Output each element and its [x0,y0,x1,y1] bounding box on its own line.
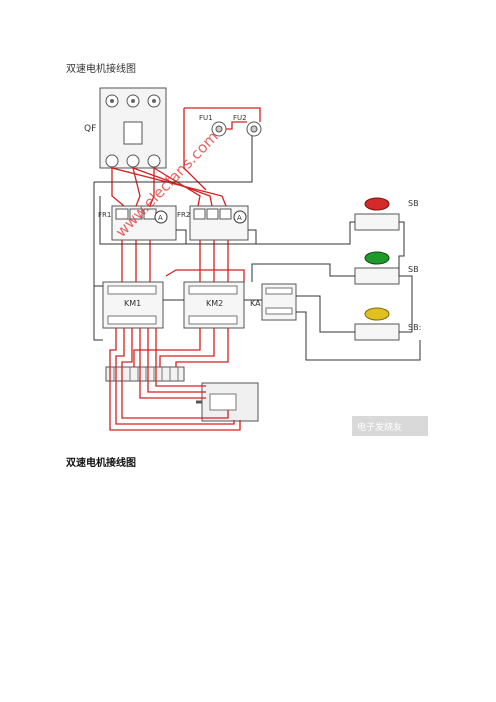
sb2-label: SB [408,265,419,274]
contactor-km1: KM1 [102,281,164,329]
terminal-strip [105,366,185,382]
diagram-title-bottom: 双速电机接线图 [66,458,136,469]
fr2-label: FR2 [177,211,190,219]
stop-button-sb: SB [354,197,419,231]
fuse-fu2: FU2 [233,114,262,137]
start-button-low-sb: SB [354,251,419,285]
breaker-qf: QF [84,87,167,169]
thermal-relay-fr1: A FR1 [98,205,177,241]
thermal-relay-fr2: A FR2 [177,205,249,241]
watermark-logo: 电子发烧友 [352,416,428,436]
start-button-high-sb: SB: [354,307,421,341]
relay-ka: KA [250,283,297,321]
contactor-km2: KM2 [183,281,245,329]
fu2-label: FU2 [233,114,247,122]
diagram-title-top: 双速电机接线图 [66,64,136,75]
motor [196,382,259,422]
fr2-ammeter-label: A [237,214,242,222]
fuse-fu1: FU1 [199,114,227,137]
sb1-label: SB [408,199,419,208]
km1-label: KM1 [124,299,141,308]
fr1-ammeter-label: A [158,214,163,222]
sb3-label: SB: [408,323,421,332]
fu1-label: FU1 [199,114,213,122]
power-wiring [109,107,261,431]
watermark-logo-text: 电子发烧友 [357,421,402,433]
qf-label: QF [84,124,96,134]
control-wiring [93,136,421,361]
km2-label: KM2 [206,299,223,308]
ka-label: KA [250,299,261,308]
fr1-label: FR1 [98,211,111,219]
